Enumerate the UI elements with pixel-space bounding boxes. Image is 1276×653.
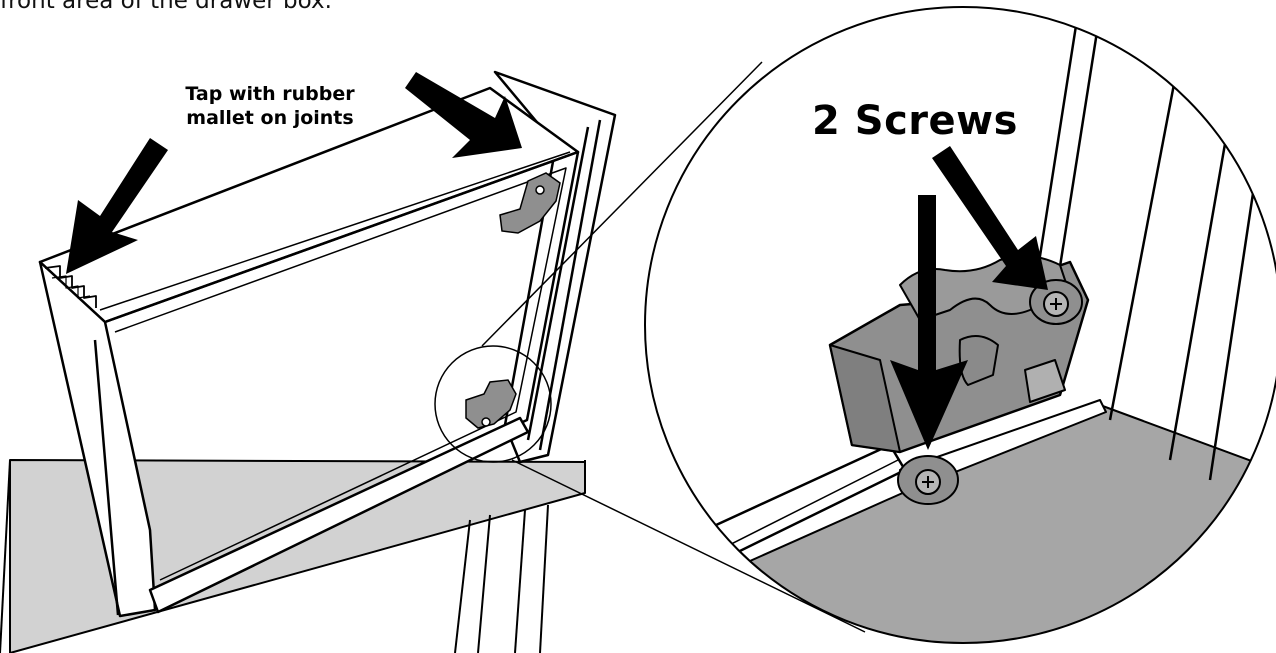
arrow-right-icon [405,72,522,158]
screws-callout: 2 Screws [812,98,1018,144]
caption-text: front area of the drawer box. [0,0,332,14]
zoom-detail [644,6,1276,644]
drawer-box [38,86,580,618]
screw-arrow-down-icon [890,195,968,450]
mallet-callout: Tap with rubber mallet on joints [150,82,390,130]
counter [0,459,586,653]
mallet-callout-line1: Tap with rubber [185,83,355,105]
bracket-small-top [499,172,561,234]
magnifier-connector [434,61,866,633]
mallet-callout-line2: mallet on joints [186,107,354,129]
screw-arrow-diagonal-icon [932,146,1048,290]
arrow-left-icon [66,138,168,274]
bracket-small-bottom [465,379,517,429]
mallet-arrows [66,72,522,274]
